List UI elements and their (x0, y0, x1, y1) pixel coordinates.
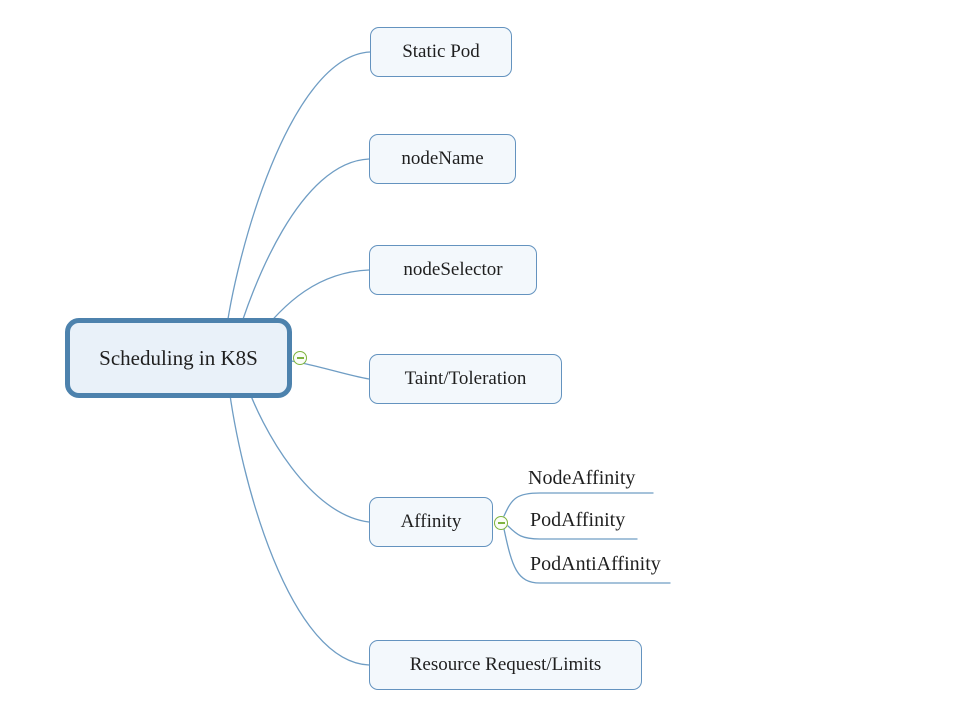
node-nodeaffinity[interactable]: NodeAffinity (528, 467, 635, 490)
minus-glyph (497, 522, 505, 524)
node-podantiaffinity[interactable]: PodAntiAffinity (530, 553, 661, 576)
node-podaffinity[interactable]: PodAffinity (530, 509, 625, 532)
node-nodename-label: nodeName (401, 148, 484, 169)
node-resource-request-limits[interactable]: Resource Request/Limits (369, 640, 642, 690)
root-node-scheduling[interactable]: Scheduling in K8S (65, 318, 292, 398)
connector-affinity (244, 379, 370, 523)
node-nodename[interactable]: nodeName (369, 134, 516, 184)
connector-static-pod (224, 51, 371, 341)
node-affinity[interactable]: Affinity (369, 497, 493, 547)
node-resource-request-limits-label: Resource Request/Limits (409, 654, 602, 675)
node-static-pod[interactable]: Static Pod (370, 27, 512, 77)
connector-podaffinity (507, 525, 638, 540)
collapse-minus-icon-root[interactable] (293, 351, 307, 365)
node-taint-toleration[interactable]: Taint/Toleration (369, 354, 562, 404)
collapse-minus-icon-affinity[interactable] (494, 516, 508, 530)
node-podaffinity-label: PodAffinity (530, 509, 626, 531)
node-nodeaffinity-label: NodeAffinity (528, 467, 636, 489)
node-nodeselector[interactable]: nodeSelector (369, 245, 537, 295)
node-taint-toleration-label: Taint/Toleration (404, 368, 527, 389)
node-static-pod-label: Static Pod (402, 41, 480, 62)
node-podantiaffinity-label: PodAntiAffinity (530, 553, 661, 575)
connector-resource (227, 379, 370, 666)
node-affinity-label: Affinity (400, 511, 462, 532)
connector-podantiaffinity (503, 528, 671, 584)
minus-glyph (296, 357, 304, 359)
node-nodeselector-label: nodeSelector (403, 259, 503, 280)
connector-nodeaffinity (503, 492, 654, 517)
root-node-label: Scheduling in K8S (99, 345, 258, 370)
